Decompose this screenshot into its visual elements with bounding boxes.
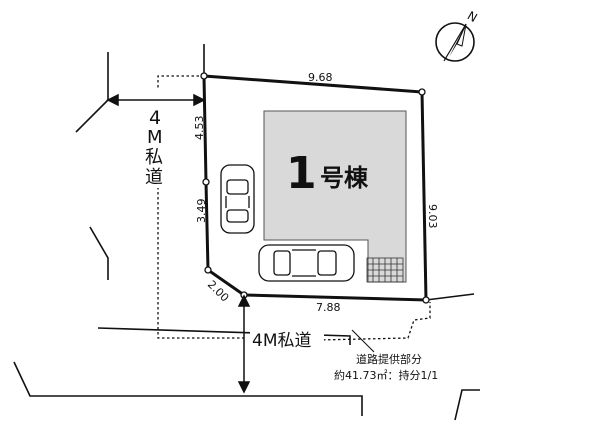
car-icon xyxy=(220,164,255,234)
road-provision-boundary xyxy=(157,75,431,341)
west-road-width-arrow xyxy=(106,93,206,107)
road-provision-leader xyxy=(351,329,375,353)
surrounding-lines xyxy=(13,44,480,421)
south-road-label: 4M私道 xyxy=(252,331,311,351)
west-road-label-bg xyxy=(140,106,170,188)
north-arrow-icon: N xyxy=(435,8,480,62)
road-provision-title: 道路提供部分 xyxy=(356,352,422,366)
parking-grid-icon xyxy=(366,257,404,283)
west-road-width: 4 xyxy=(149,107,161,129)
dimension-left-lower: 3.49 xyxy=(195,199,208,224)
dimension-top: 9.68 xyxy=(308,71,333,84)
building-number: 1 xyxy=(286,148,317,199)
west-road-unit: M xyxy=(147,127,163,148)
dimension-right: 9.03 xyxy=(426,204,439,229)
car-icon xyxy=(258,244,355,282)
west-road-name-2: 道 xyxy=(145,167,163,188)
dimension-left-upper: 4.53 xyxy=(193,116,206,141)
building-suffix: 号棟 xyxy=(320,164,369,192)
south-road-width-arrow xyxy=(237,294,251,394)
north-label: N xyxy=(465,8,480,25)
west-road-name-1: 私 xyxy=(145,147,163,168)
building-footprint: 1 号棟 xyxy=(263,110,407,283)
south-road-label-bg xyxy=(250,329,324,349)
road-provision-detail: 約41.73㎡：持分1/1 xyxy=(334,368,438,382)
dimension-bottom: 7.88 xyxy=(316,301,341,314)
